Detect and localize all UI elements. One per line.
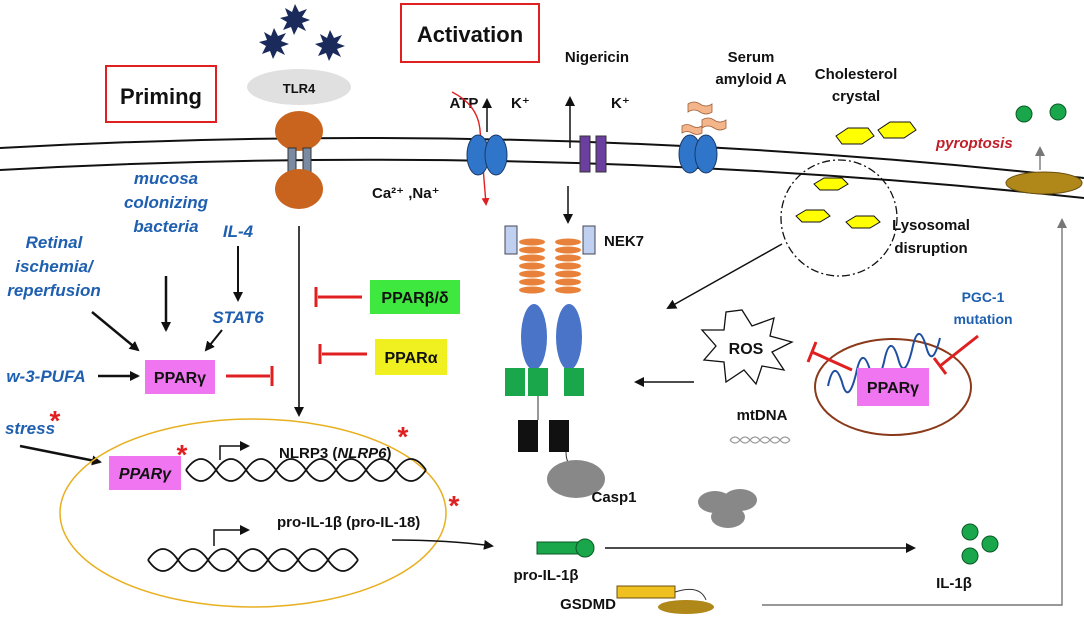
pyroptosis-area: pyroptosis xyxy=(935,103,1083,195)
activation-label: Activation xyxy=(417,22,523,47)
ca-na-label: Ca²⁺ ,Na⁺ xyxy=(372,185,440,202)
gsdmd-molecule: GSDMD xyxy=(560,218,1067,614)
mucosa-label-2: colonizing xyxy=(124,193,209,212)
casp1-label: Casp1 xyxy=(591,489,636,506)
retinal-label-1: Retinal xyxy=(26,233,84,252)
pgc1-label-1: PGC-1 xyxy=(962,289,1005,305)
tlr4-receptor-icon: TLR4 xyxy=(247,69,351,209)
ppar-alpha-box: PPARα xyxy=(318,339,447,375)
k-plus-left-label: K⁺ xyxy=(511,95,530,112)
cleaved-fragments xyxy=(698,489,757,528)
ppar-beta-delta-label: PPARβ/δ xyxy=(381,290,448,307)
serum-label: Serum xyxy=(728,49,775,66)
ppar-alpha-label: PPARα xyxy=(384,350,437,367)
atp-channel: ATP K⁺ Ca²⁺ ,Na⁺ xyxy=(372,91,530,206)
pro-il1b-label: pro-IL-1β xyxy=(514,567,579,584)
il1b-label: IL-1β xyxy=(936,575,972,592)
mtdna-label: mtDNA xyxy=(737,407,788,424)
activation-box: Activation xyxy=(400,3,540,63)
tlr4-label: TLR4 xyxy=(283,81,316,96)
il1b-released-icon xyxy=(1015,105,1033,123)
pgc1-mutation: PGC-1 mutation xyxy=(932,289,1013,375)
il18-asterisk: * xyxy=(449,490,460,521)
inflammasome-icon: NEK7 Casp1 xyxy=(504,225,644,506)
ppar-asterisk: * xyxy=(177,439,188,470)
ppar-gamma-nucleus-label: PPARγ xyxy=(119,466,172,483)
retinal-label-2: ischemia/ xyxy=(15,257,95,276)
lysosomal-label-2: disruption xyxy=(894,240,967,257)
pyroptosis-label: pyroptosis xyxy=(935,135,1013,152)
mucosa-label-3: bacteria xyxy=(133,217,198,236)
w3pufa-label: w-3-PUFA xyxy=(6,367,85,386)
dna-helix-icon xyxy=(147,548,359,572)
nek7-label: NEK7 xyxy=(604,233,644,250)
lps-star-icon xyxy=(259,4,345,61)
priming-box: Priming xyxy=(105,65,217,123)
ppar-gamma-label: PPARγ xyxy=(154,370,206,387)
mucosa-label-1: mucosa xyxy=(134,169,198,188)
cholesterol-label: Cholesterol xyxy=(815,66,898,83)
nigericin-channel: Nigericin K⁺ xyxy=(563,49,630,224)
translation-arrow xyxy=(391,539,494,550)
ppar-gamma-box: PPARγ xyxy=(145,360,274,394)
cell-membrane xyxy=(0,137,1084,199)
ppar-beta-delta-box: PPARβ/δ xyxy=(314,280,460,314)
il4-label: IL-4 xyxy=(223,222,254,241)
nigericin-label: Nigericin xyxy=(565,49,629,66)
dna-helix-icon xyxy=(185,458,427,482)
nlrp6-asterisk: * xyxy=(398,421,409,452)
stat6-label: STAT6 xyxy=(212,308,264,327)
crystal-label: crystal xyxy=(832,88,880,105)
cholesterol-crystal-icon: Cholesterol crystal xyxy=(815,66,917,145)
pgc1-label-2: mutation xyxy=(953,311,1012,327)
ros-burst-icon: ROS xyxy=(634,309,794,387)
priming-label: Priming xyxy=(120,84,202,109)
k-plus-right-label: K⁺ xyxy=(611,95,630,112)
lysosome-icon: Lysosomal disruption xyxy=(666,159,970,309)
nlrp3-label: NLRP3 (NLRP6) xyxy=(279,445,392,462)
il1b-released-icon xyxy=(1049,103,1067,121)
gsdmd-label: GSDMD xyxy=(560,596,616,613)
retinal-label-3: reperfusion xyxy=(7,281,101,300)
mtdna-area: mtDNA xyxy=(729,407,791,444)
mitochondrion-icon: PPARγ xyxy=(806,333,972,436)
stress-label: stress xyxy=(5,419,55,438)
lysosomal-label-1: Lysosomal xyxy=(892,217,970,234)
stress-asterisk: * xyxy=(50,405,61,436)
ppar-gamma-mito-label: PPARγ xyxy=(867,380,919,397)
priming-inputs: Retinal ischemia/ reperfusion mucosa col… xyxy=(5,169,264,466)
ros-label: ROS xyxy=(729,341,764,358)
pro-il1b-molecule: pro-IL-1β xyxy=(514,538,916,584)
pro-il1b-nucleus-label: pro-IL-1β (pro-IL-18) xyxy=(277,514,420,531)
atp-label: ATP xyxy=(450,95,479,112)
nucleus: PPARγ * NLRP3 (NLRP6) * pro-IL-1β (pro-I… xyxy=(59,418,460,608)
il1b-mature: IL-1β xyxy=(936,523,999,592)
amyloid-a-label: amyloid A xyxy=(715,71,786,88)
serum-amyloid-icon: Serum amyloid A xyxy=(678,49,787,174)
